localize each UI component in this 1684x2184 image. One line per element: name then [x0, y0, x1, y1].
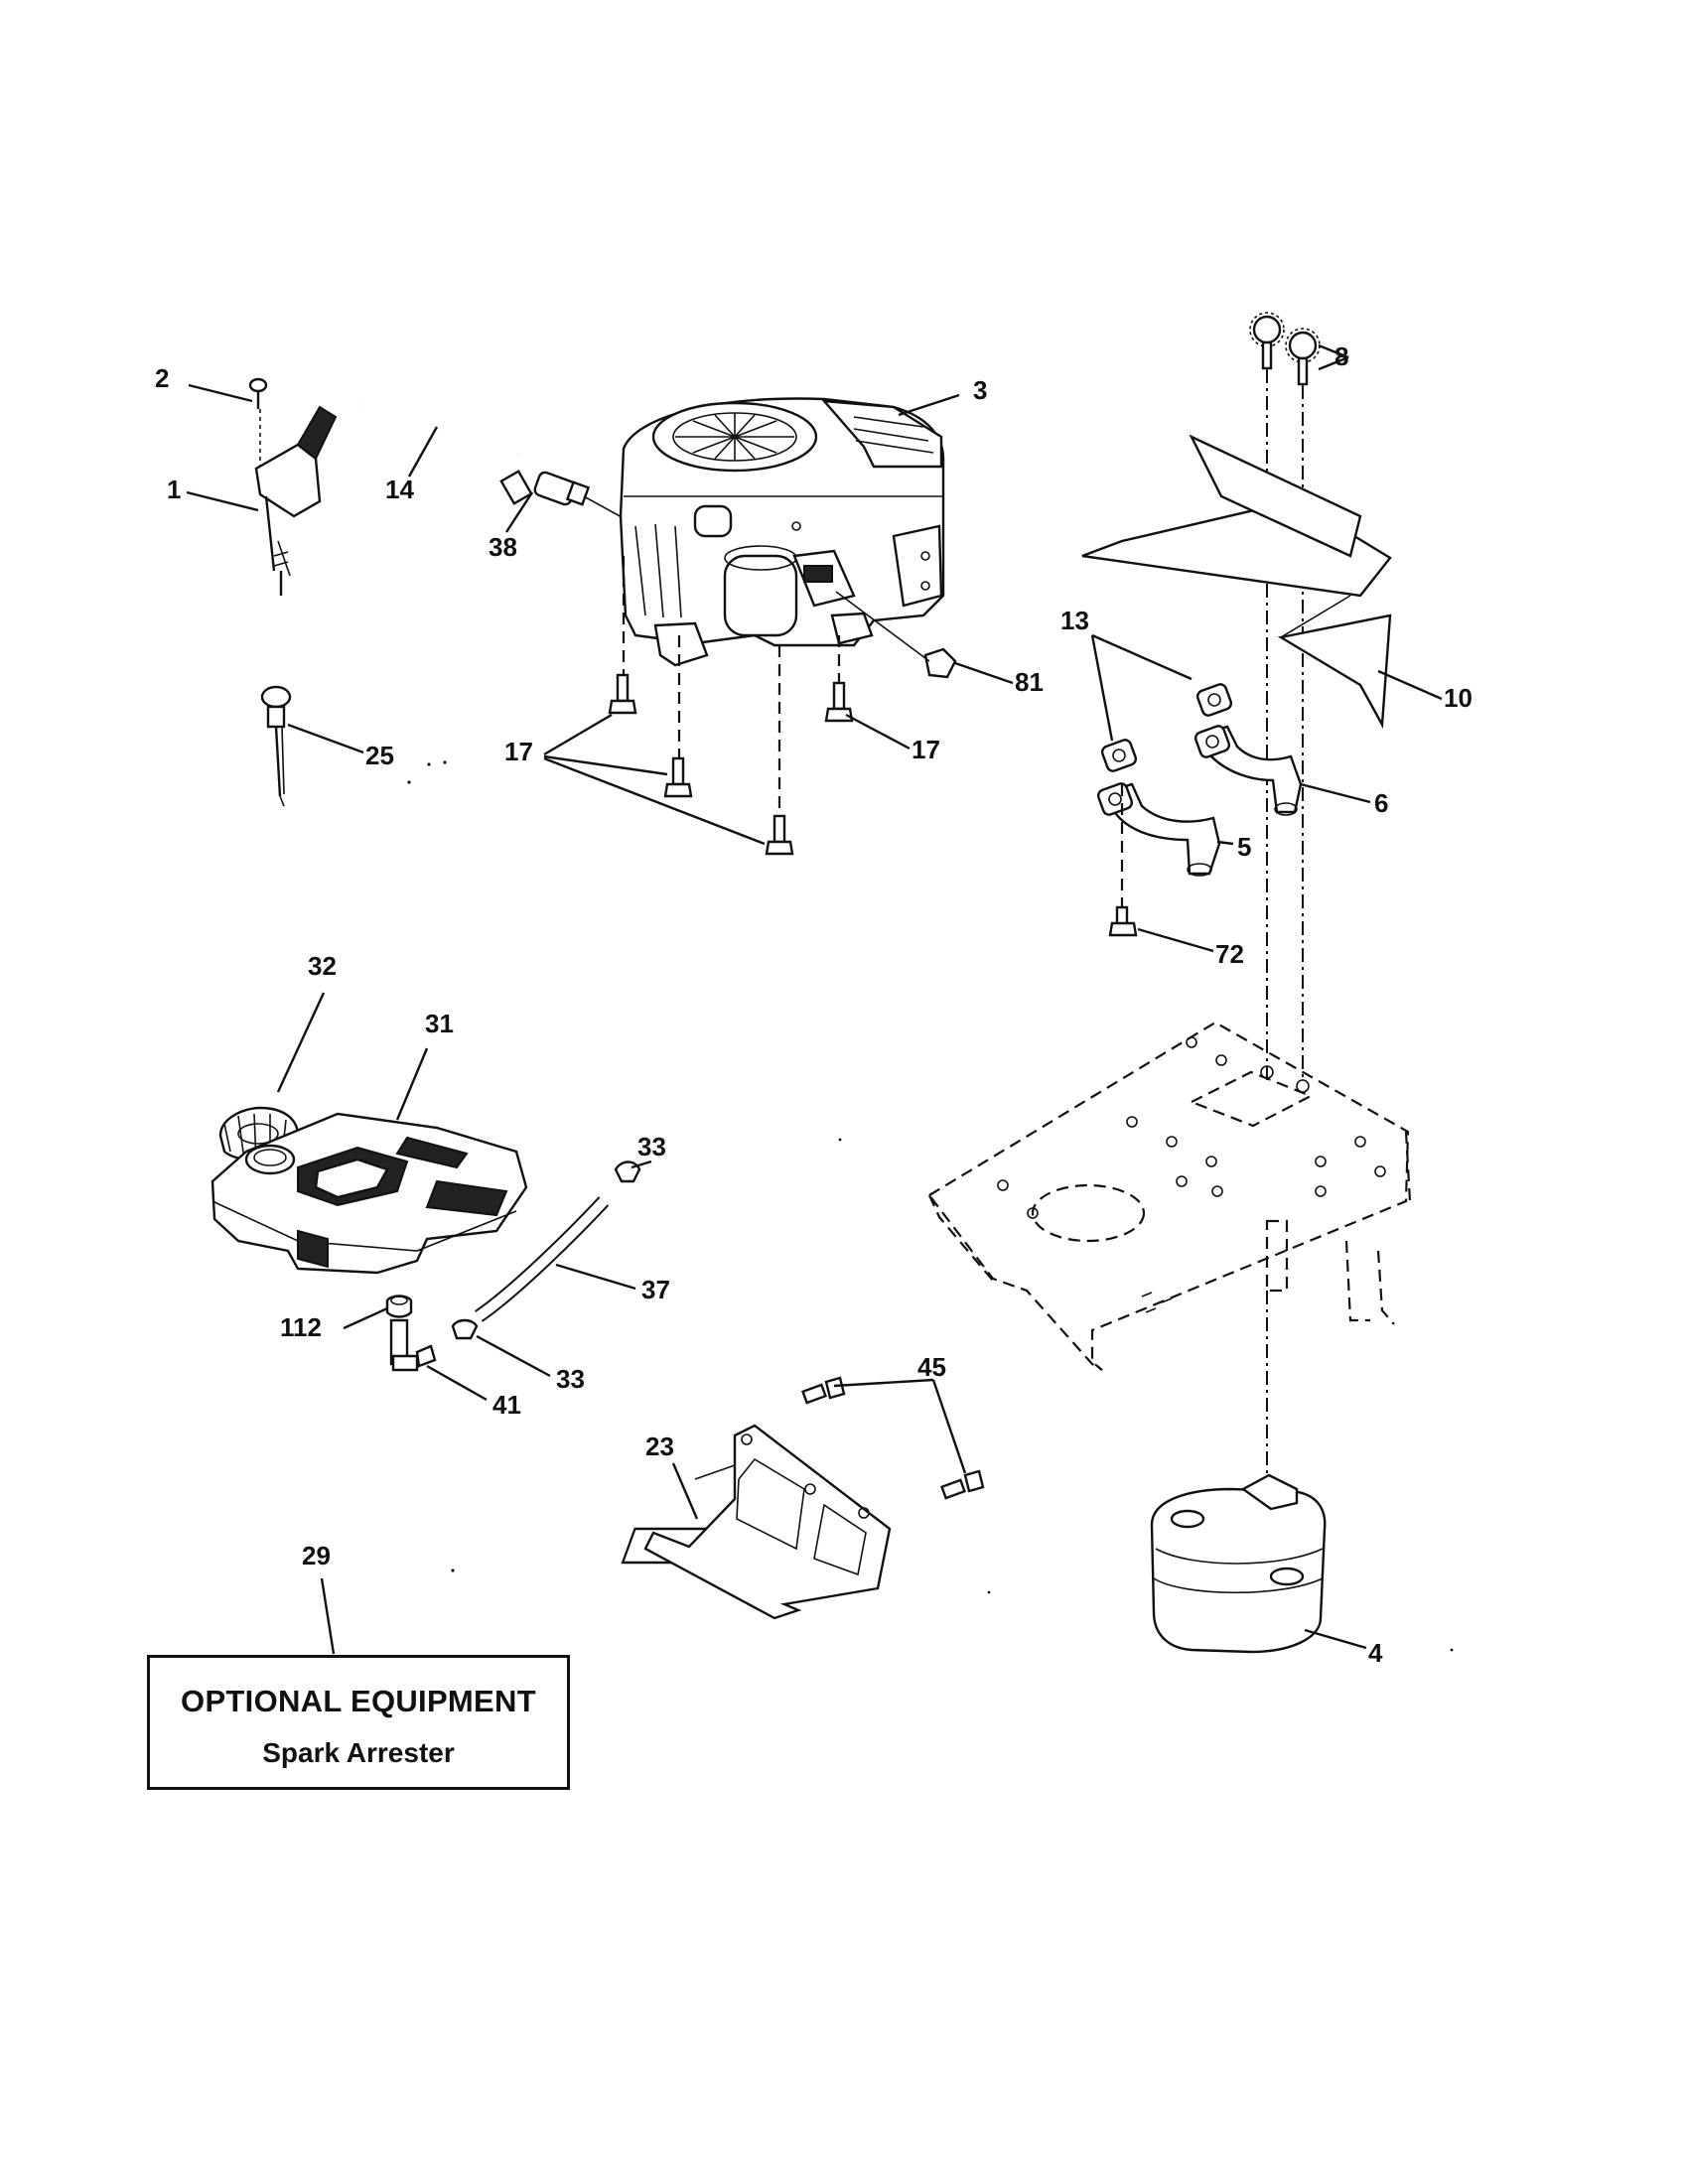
exhaust-pipe-5-part — [1096, 782, 1221, 877]
callout-17-right: 17 — [912, 735, 940, 764]
engine-bolt-parts — [608, 556, 854, 856]
mounting-plate-part — [927, 1021, 1412, 1371]
dipstick-part — [260, 685, 292, 807]
callout-37: 37 — [641, 1275, 670, 1304]
callout-3: 3 — [973, 375, 987, 405]
callout-13: 13 — [1060, 606, 1089, 635]
heat-shield-part — [1081, 434, 1392, 730]
fuel-hose-part — [475, 1196, 610, 1322]
muffler-part — [621, 1291, 1327, 1654]
callout-29: 29 — [302, 1541, 331, 1570]
callout-38: 38 — [489, 532, 517, 562]
callout-112: 112 — [280, 1312, 322, 1342]
callout-17-left: 17 — [504, 737, 533, 766]
exhaust-bolt-part — [1108, 784, 1138, 937]
gasket-parts — [1100, 683, 1233, 772]
callout-45: 45 — [917, 1352, 946, 1382]
fuel-filter-part — [499, 470, 625, 519]
callout-10: 10 — [1444, 683, 1473, 713]
fuel-line-part — [357, 394, 524, 462]
callout-14: 14 — [385, 475, 414, 504]
callout-23: 23 — [645, 1432, 674, 1461]
throttle-control-part — [254, 405, 338, 596]
callout-8: 8 — [1334, 341, 1348, 371]
callout-31: 31 — [425, 1009, 454, 1038]
callout-4: 4 — [1368, 1638, 1383, 1668]
callout-2: 2 — [155, 363, 169, 393]
callout-32: 32 — [308, 951, 337, 981]
callout-72: 72 — [1215, 939, 1244, 969]
bracket-bolt-parts — [801, 1376, 985, 1500]
optional-equipment-subtitle: Spark Arrester — [262, 1737, 455, 1768]
callout-33-top: 33 — [637, 1132, 666, 1161]
leader-lines — [186, 343, 1443, 1655]
optional-equipment-box: OPTIONAL EQUIPMENT Spark Arrester — [147, 1655, 570, 1790]
fuel-elbow-part — [389, 1318, 437, 1372]
engine-part — [619, 397, 945, 667]
exhaust-pipe-6-part — [1193, 725, 1303, 816]
bolt-parts — [1249, 312, 1321, 1082]
bracket-part — [643, 1424, 892, 1620]
callout-41: 41 — [492, 1390, 521, 1420]
callout-33-bottom: 33 — [556, 1364, 585, 1394]
scan-specks — [407, 760, 1454, 1652]
callout-25: 25 — [365, 741, 394, 770]
callout-1: 1 — [167, 475, 181, 504]
callout-labels: 2 1 14 38 3 81 17 17 25 8 13 10 6 5 72 3… — [155, 341, 1473, 1668]
callout-5: 5 — [1237, 832, 1251, 862]
callout-81: 81 — [1015, 667, 1044, 697]
drain-plug-part — [835, 591, 957, 679]
callout-6: 6 — [1374, 788, 1388, 818]
bushing-part — [385, 1295, 413, 1318]
fuel-tank-part — [210, 1112, 528, 1275]
screw-part — [248, 377, 268, 467]
optional-equipment-title: OPTIONAL EQUIPMENT — [181, 1684, 536, 1718]
